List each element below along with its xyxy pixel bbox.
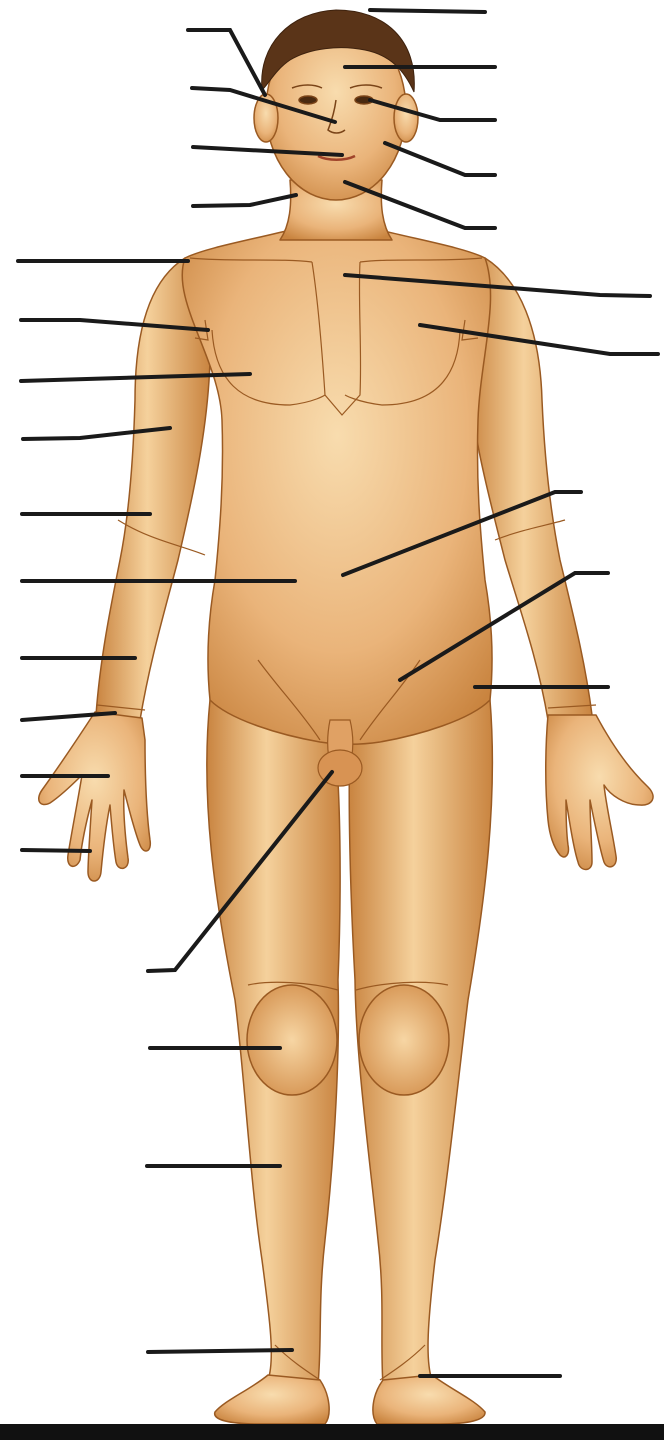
left-knee xyxy=(247,985,337,1095)
right-foot xyxy=(373,1375,485,1424)
leader-line-left-14 xyxy=(22,850,90,851)
right-knee xyxy=(359,985,449,1095)
left-hand xyxy=(39,712,151,881)
leader-line-right-1 xyxy=(370,10,485,12)
bottom-border xyxy=(0,1424,664,1440)
right-ear xyxy=(394,94,418,142)
left-foot xyxy=(215,1375,329,1424)
right-hand xyxy=(546,715,653,870)
torso xyxy=(182,230,492,744)
leader-line-right-4 xyxy=(385,143,495,175)
leader-line-left-18 xyxy=(148,1350,292,1352)
leader-line-left-1 xyxy=(188,30,265,95)
left-eye xyxy=(299,96,317,104)
leader-line-left-4 xyxy=(193,195,296,206)
